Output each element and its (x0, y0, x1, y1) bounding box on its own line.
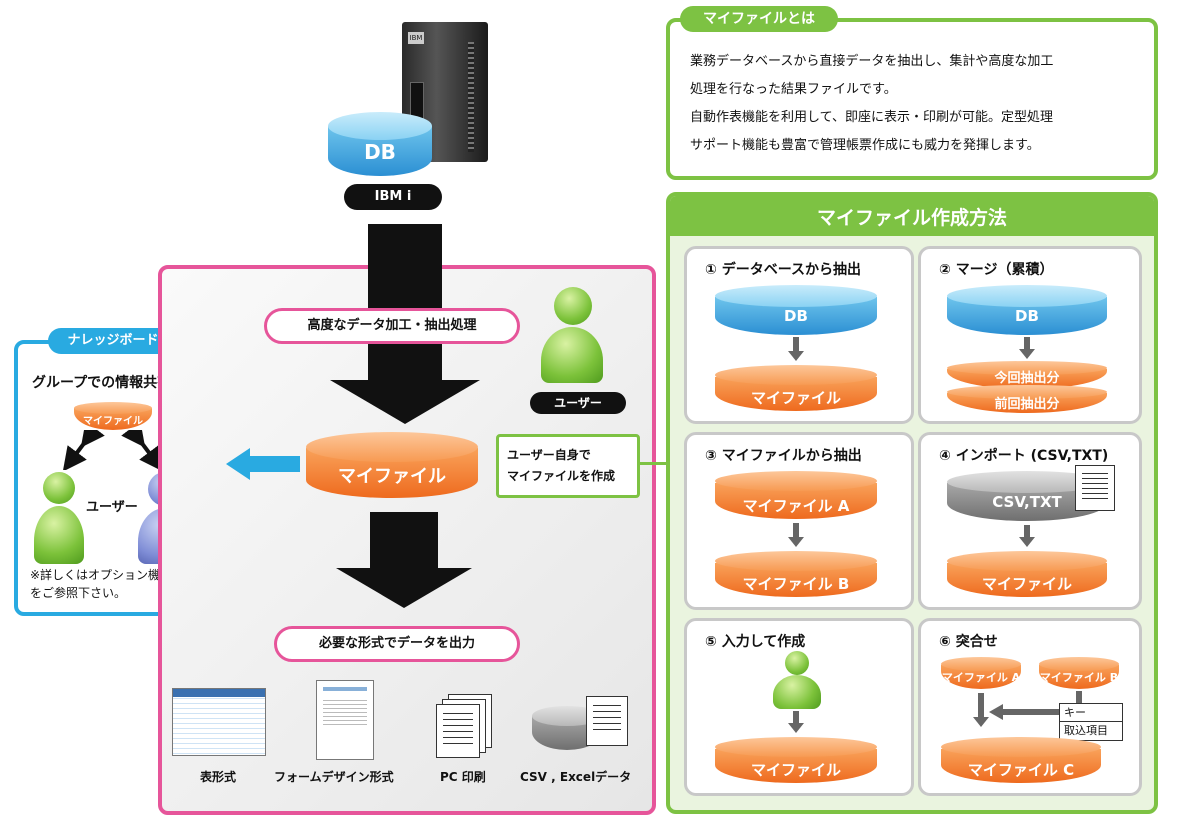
output-label-form: フォームデザイン形式 (274, 770, 394, 784)
ibmi-badge: IBM i (344, 184, 442, 210)
input-user-icon (773, 651, 821, 709)
output-label-pill: 必要な形式でデータを出力 (274, 626, 520, 662)
about-line-2: 処理を行なった結果ファイルです。 (690, 82, 897, 97)
knowledge-note-1: ※詳しくはオプション機能 (30, 568, 173, 582)
method-3-box: ③ マイファイルから抽出 マイファイル A マイファイル B (684, 432, 914, 610)
knowledge-title: グループでの情報共有 (32, 375, 172, 391)
import-doc-icon (1075, 465, 1115, 511)
about-panel (666, 18, 1158, 180)
csv-excel-doc-icon (586, 696, 628, 746)
output-label-table: 表形式 (200, 770, 237, 784)
center-user-label: ユーザー (530, 392, 626, 414)
about-badge: マイファイルとは (680, 6, 838, 32)
form-design-thumbnail (316, 680, 374, 760)
center-user-icon (541, 287, 603, 387)
method-1-box: ① データベースから抽出 DB マイファイル (684, 246, 914, 424)
process-arrow-icon (330, 224, 480, 424)
methods-header (670, 196, 1154, 236)
method-6-box: ⑥ 突合せ マイファイル A マイファイル B キー 取込項目 マイファイル C (918, 618, 1142, 796)
method-5-box: ⑤ 入力して作成 マイファイル (684, 618, 914, 796)
pc-print-icon (436, 694, 496, 758)
methods-title: マイファイル作成方法 (816, 207, 1007, 229)
output-label-print: PC 印刷 (440, 770, 486, 784)
knowledge-board-badge: ナレッジボード (48, 328, 178, 354)
knowledge-note-2: をご参照下さい。 (30, 586, 127, 600)
db-cylinder-top: DB (328, 112, 432, 176)
share-arrows-icon (62, 430, 164, 470)
knowledge-myfile: マイファイル (74, 402, 152, 430)
user-green-icon (34, 472, 84, 564)
method-2-box: ② マージ（累積） DB 今回抽出分 前回抽出分 (918, 246, 1142, 424)
knowledge-users-label: ユーザー (86, 500, 138, 515)
ibmi-label: IBM i (374, 189, 412, 204)
to-knowledge-arrow-icon (226, 448, 300, 480)
callout-connector (637, 462, 669, 465)
table-format-thumbnail (172, 688, 266, 756)
items-box: 取込項目 (1059, 721, 1123, 741)
about-line-1: 業務データベースから直接データを抽出し、集計や高度な加工 (690, 54, 1054, 69)
server-brand: IBM (408, 32, 424, 44)
method-4-box: ④ インポート (CSV,TXT) CSV,TXT マイファイル (918, 432, 1142, 610)
key-box: キー (1059, 703, 1123, 723)
center-myfile-cylinder: マイファイル (306, 432, 478, 498)
about-line-3: 自動作表機能を利用して、即座に表示・印刷が可能。定型処理 (690, 110, 1053, 125)
process-label-pill: 高度なデータ加工・抽出処理 (264, 308, 520, 344)
output-arrow-icon (336, 512, 472, 608)
callout-box: ユーザー自身で マイファイルを作成 (496, 434, 640, 498)
about-line-4: サポート機能も豊富で管理帳票作成にも威力を発揮します。 (690, 138, 1040, 153)
db-label: DB (364, 140, 396, 164)
output-label-csv: CSV , Excelデータ (520, 770, 632, 784)
